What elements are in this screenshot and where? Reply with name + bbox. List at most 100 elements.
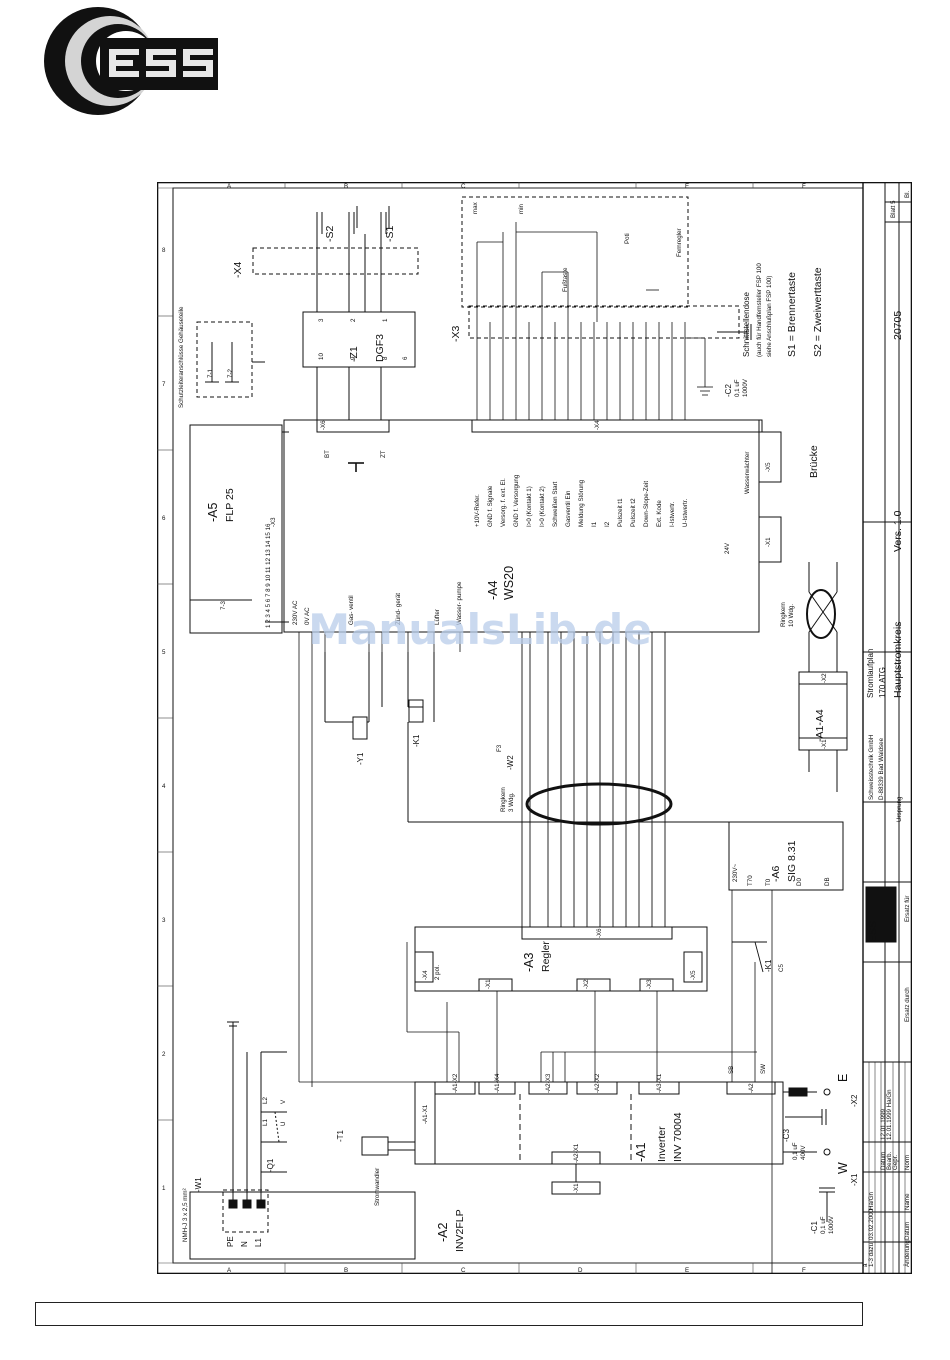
rev-header-date: Datum bbox=[904, 1222, 911, 1240]
row-5: 5 bbox=[162, 649, 166, 656]
col-bottom-f: F bbox=[802, 1267, 806, 1274]
a3-conn-x1: -A3-X1 bbox=[656, 1073, 663, 1093]
a3-ref: -A3 bbox=[522, 953, 536, 973]
sig-8: Gasventil Ein bbox=[565, 490, 572, 527]
company-line-1: Schweisstechnik GmbH bbox=[868, 735, 875, 800]
row-2: 2 bbox=[162, 1051, 166, 1058]
x3-s2: S2 = Zweiwerttaste bbox=[812, 267, 824, 357]
col-bottom-b: B bbox=[344, 1267, 348, 1274]
t1-label: Stromwandler bbox=[374, 1168, 381, 1206]
housing-label: Schutzleiteranschlüsse Gehäuseteile bbox=[178, 306, 185, 408]
a4-out-0v: 0V AC bbox=[304, 607, 311, 625]
col-top-c: C bbox=[461, 183, 466, 190]
z1-pin-2: 2 bbox=[350, 318, 357, 322]
a4-ref: -A4 bbox=[486, 581, 500, 601]
sig-11: I2 bbox=[604, 521, 611, 527]
a1-conn-x1: -A1-X1 bbox=[422, 1104, 429, 1124]
row-8: 8 bbox=[162, 247, 166, 254]
q1-l2: L2 bbox=[262, 1097, 269, 1104]
a3-x4: -X4 bbox=[422, 970, 429, 980]
z1-pin-3: 3 bbox=[318, 318, 325, 322]
housing-wire: 7-3 bbox=[220, 600, 227, 610]
a4-out-fan: Lüfter bbox=[434, 609, 441, 625]
sig-1: +10V-Refer. bbox=[474, 494, 481, 527]
z1-pin-10: 10 bbox=[318, 353, 325, 360]
a3-x2: -X2 bbox=[583, 979, 590, 989]
mains-n: N bbox=[240, 1241, 249, 1247]
c3-ref: -C3 bbox=[782, 1129, 791, 1142]
c2-ref: -C2 bbox=[724, 384, 733, 397]
remote-pedal: Fußtaste bbox=[562, 267, 569, 292]
c2-value: 0,1 uF bbox=[734, 379, 741, 397]
z1-pin-9: 9 bbox=[350, 356, 357, 360]
col-bottom-d: D bbox=[578, 1267, 583, 1274]
sig-7: Schweißen Start bbox=[552, 481, 559, 527]
a2-ref: -A2 bbox=[436, 1223, 450, 1243]
a1-conn-x2: -A1-X2 bbox=[452, 1073, 459, 1093]
a4-x5: -X5 bbox=[765, 462, 772, 472]
x3-x4-bus bbox=[476, 222, 713, 420]
date-value: 12.01.1999 bbox=[880, 1108, 887, 1140]
c2-capacitor bbox=[717, 324, 752, 340]
housing-ground-block bbox=[196, 321, 265, 398]
schematic-sheet: A B C E F A B C D E F 8 7 6 5 4 3 2 1 bbox=[156, 181, 913, 1312]
a3-x6: -X6 bbox=[596, 928, 603, 938]
w1-ref: -W1 bbox=[194, 1177, 203, 1192]
a6-t70: T70 bbox=[747, 875, 754, 886]
footer-bar bbox=[35, 1302, 863, 1326]
x3-title: Schnittstellendose bbox=[742, 292, 751, 357]
rev-a-name: Ha/Gn bbox=[868, 1192, 875, 1210]
a4-x4: -X4 bbox=[594, 420, 601, 430]
q1-l1: L1 bbox=[262, 1119, 269, 1126]
col-bottom-c: C bbox=[461, 1267, 466, 1274]
x4-plug-ref: -X4 bbox=[232, 262, 244, 279]
x4-plug bbox=[252, 212, 419, 312]
col-bottom-e: E bbox=[685, 1267, 689, 1274]
x3-note-2: siehe Anschlußplan FSP 100) bbox=[766, 276, 773, 357]
terminal-w: W bbox=[836, 1162, 850, 1174]
a1-type: Inverter bbox=[656, 1126, 668, 1162]
rev-a-date: 03.02.2000 bbox=[868, 1208, 875, 1240]
a3-pol: 2 pol. bbox=[434, 965, 441, 980]
q1-switch bbox=[261, 1111, 287, 1143]
c3-capacitor bbox=[785, 1109, 827, 1125]
a1a4-x1: -X1 bbox=[821, 739, 828, 749]
ringkern2-b: 10 Wdg. bbox=[788, 604, 795, 627]
col-top-b: B bbox=[344, 183, 348, 190]
f3-ref: F3 bbox=[496, 744, 503, 752]
z1-name: DGF3 bbox=[374, 334, 386, 362]
ringkern2-a: Ringkern bbox=[780, 602, 787, 627]
sheet-short: Bl. bbox=[904, 190, 911, 198]
remote-poti: Poti bbox=[624, 233, 631, 244]
doc-line-2: 170 ATG bbox=[878, 667, 887, 698]
sig-2: GND f. Signale bbox=[487, 485, 494, 527]
svg-text:ESS: ESS bbox=[867, 921, 879, 942]
terminal-sw: SW bbox=[760, 1064, 767, 1074]
row-6: 6 bbox=[162, 515, 166, 522]
sig-4: GND f. Versorgung bbox=[513, 474, 520, 527]
x3-ref: -X3 bbox=[450, 326, 462, 343]
ringkern-w2 bbox=[525, 782, 673, 826]
date-header: Datum bbox=[880, 1152, 887, 1170]
col-top-e: E bbox=[685, 183, 689, 190]
z1-pin-8: 8 bbox=[382, 356, 389, 360]
s1-s2-switches bbox=[356, 206, 390, 228]
col-top-a: A bbox=[227, 183, 232, 190]
a4-water-guard: Wasserwächter bbox=[744, 452, 751, 494]
c2-voltage: 1000V bbox=[742, 378, 749, 397]
a5-block bbox=[189, 424, 289, 634]
a4-bt: BT bbox=[324, 450, 331, 458]
col-top-f: F bbox=[802, 183, 806, 190]
housing-pin-2: 7-2 bbox=[227, 368, 234, 378]
a2-name: INV2FLP bbox=[454, 1209, 466, 1252]
sheet-label: Blatt 5 bbox=[890, 200, 897, 218]
remote-label: Fernregler bbox=[676, 228, 683, 257]
version: Vers. 1.0 bbox=[892, 510, 904, 552]
a5-pins: 1 2 3 4 5 6 7 8 9 10 11 12 13 14 15 16 bbox=[265, 523, 272, 628]
rev-header-checked: Gepr. bbox=[892, 1155, 899, 1170]
rev-header-change: Änderung bbox=[904, 1240, 911, 1267]
q1-v: V bbox=[280, 1099, 287, 1104]
ringkern1-b: 3 Wdg. bbox=[508, 792, 515, 812]
ringkern1-a: Ringkern bbox=[500, 787, 507, 812]
s1-ref: -S1 bbox=[384, 226, 396, 243]
